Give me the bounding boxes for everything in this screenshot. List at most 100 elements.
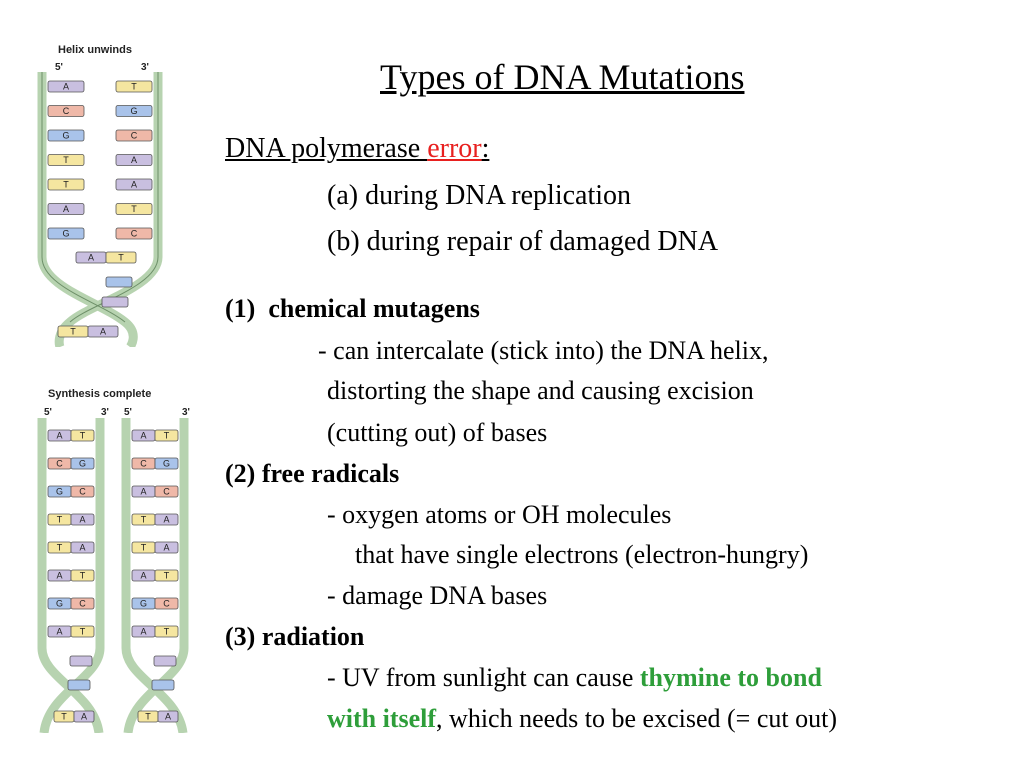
right-helix-base-left-3: T <box>131 513 156 526</box>
base-left-0: A <box>47 80 85 93</box>
right-helix-base-right-7: T <box>154 625 179 638</box>
left-helix-base-left-3: T <box>47 513 72 526</box>
base-right-4: A <box>115 178 153 191</box>
item-1-line-3: (cutting out) of bases <box>327 418 548 447</box>
five-prime-label: 5' <box>55 62 63 73</box>
right-helix-base-right-4: A <box>154 541 179 554</box>
base-right-3: A <box>115 154 153 166</box>
item-3-line-1-text: - UV from sunlight can cause <box>327 663 640 692</box>
item-1-title: chemical mutagens <box>268 294 480 323</box>
left-helix-backbone-left <box>37 418 104 733</box>
base-letter: A <box>140 571 146 581</box>
base-letter: C <box>140 459 147 469</box>
five-prime-label-right: 5' <box>124 407 132 418</box>
rung-twist-2 <box>101 296 129 308</box>
right-helix-base-right-5: T <box>154 569 179 582</box>
left-helix-twist-rung-1 <box>69 655 93 667</box>
base-letter: T <box>131 82 137 92</box>
left-helix-base-right-8: A <box>73 710 95 723</box>
right-helix-base-left-4: T <box>131 541 156 554</box>
right-helix-base-left-8: T <box>137 710 159 723</box>
base-letter: G <box>56 599 63 609</box>
base-pair-7-right: T <box>105 251 137 264</box>
backbone-right-edge <box>69 72 159 323</box>
base-letter: A <box>140 627 146 637</box>
base-letter: T <box>145 712 151 722</box>
page-title: Types of DNA Mutations <box>380 57 745 97</box>
base-letter: T <box>131 204 137 214</box>
left-helix-base-right-7: T <box>70 625 95 638</box>
base-letter: C <box>56 459 63 469</box>
base-left-2: G <box>47 129 85 142</box>
item-3-title: radiation <box>261 622 365 651</box>
base-letter: G <box>140 599 147 609</box>
with-itself-highlight: with itself <box>327 704 437 733</box>
base-left-6: G <box>47 227 85 240</box>
base-letter: A <box>63 82 69 92</box>
right-helix-twist-rung-2 <box>151 679 175 691</box>
base-right-6: C <box>115 227 153 240</box>
base-letter: G <box>163 459 170 469</box>
base-left-5: A <box>47 203 85 215</box>
item-2-number: (2) <box>225 459 256 488</box>
item-1-heading: (1) chemical mutagens <box>225 294 480 324</box>
base-letter: T <box>63 155 69 165</box>
base-letter: C <box>163 487 170 497</box>
item-3-line-2-text: , which needs to be excised (= cut out) <box>436 704 837 733</box>
right-helix-base-right-0: T <box>154 429 179 442</box>
base-letter: T <box>80 571 86 581</box>
right-helix-base-left-6: G <box>131 597 156 610</box>
base-letter: A <box>163 543 169 553</box>
right-helix-base-right-1: G <box>154 457 179 470</box>
base-letter: G <box>62 229 69 239</box>
left-helix-base-left-8: T <box>53 710 75 723</box>
base-letter: T <box>57 543 63 553</box>
base-letter: A <box>100 327 106 337</box>
base-letter: T <box>164 431 170 441</box>
base-letter: T <box>57 515 63 525</box>
base-letter: A <box>56 571 62 581</box>
base-letter: A <box>79 515 85 525</box>
base-letter: T <box>118 253 124 263</box>
base-letter: C <box>79 599 86 609</box>
right-helix-base-left-0: A <box>131 429 156 442</box>
base-letter: A <box>131 155 137 165</box>
base-letter: T <box>141 515 147 525</box>
left-helix-base-right-2: C <box>70 485 95 498</box>
right-helix-base-left-2: A <box>131 485 156 498</box>
base-letter: A <box>88 253 94 263</box>
left-helix-base-left-7: A <box>47 625 72 638</box>
polymerase-line-a: (a) during DNA replication <box>327 180 632 211</box>
five-prime-label-left: 5' <box>44 407 52 418</box>
base-letter: C <box>63 106 70 116</box>
base-letter: A <box>56 431 62 441</box>
three-prime-label-right: 3' <box>182 407 190 418</box>
left-helix-base-right-5: T <box>70 569 95 582</box>
item-2-title: free radicals <box>261 459 400 488</box>
left-helix-base-right-0: T <box>70 429 95 442</box>
item-3-line-2: with itself, which needs to be excised (… <box>327 704 837 734</box>
left-helix-base-right-1: G <box>70 457 95 470</box>
item-2-line-1: - oxygen atoms or OH molecules <box>327 500 672 529</box>
base-letter: C <box>131 131 138 141</box>
left-helix-base-left-5: A <box>47 569 72 582</box>
left-helix-twist-rung-2 <box>67 679 91 691</box>
base-letter: G <box>56 487 63 497</box>
left-helix-base-left-1: C <box>47 457 72 470</box>
base-letter: T <box>80 431 86 441</box>
right-helix-base-left-7: A <box>131 625 156 638</box>
base-right-5: T <box>115 203 153 215</box>
left-helix-base-left-4: T <box>47 541 72 554</box>
right-helix-twist-rung-1 <box>153 655 177 667</box>
base-letter: G <box>79 459 86 469</box>
base-letter: T <box>141 543 147 553</box>
base-letter: A <box>79 543 85 553</box>
base-letter: A <box>165 712 171 722</box>
right-helix-base-right-6: C <box>154 597 179 610</box>
base-letter: G <box>62 131 69 141</box>
left-helix-base-right-4: A <box>70 541 95 554</box>
rung-twist-1 <box>105 276 133 288</box>
base-left-3: T <box>47 154 85 166</box>
right-helix-base-left-1: C <box>131 457 156 470</box>
